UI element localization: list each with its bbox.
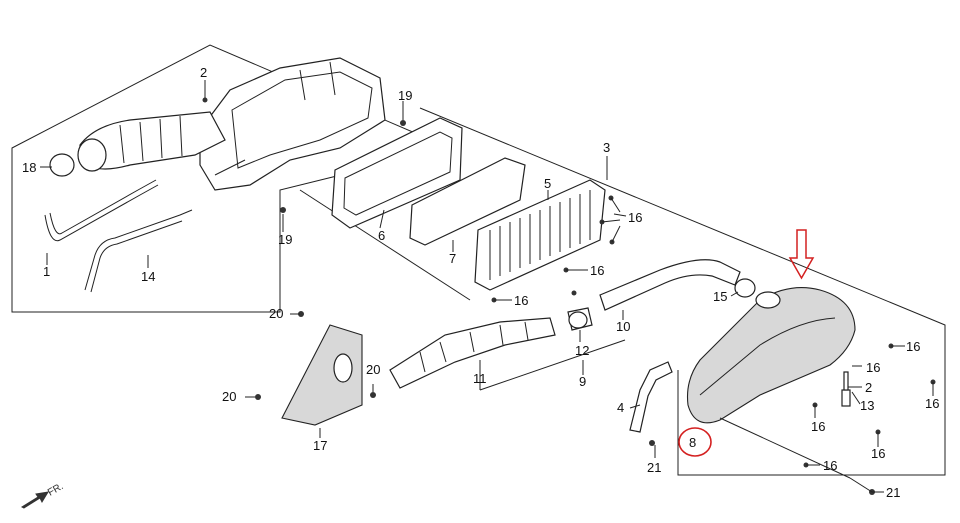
bracket-4	[629, 361, 673, 433]
label-part-1: 1	[43, 264, 50, 279]
label-part-14: 14	[141, 269, 155, 284]
label-part-16-g: 16	[811, 419, 825, 434]
label-part-8: 8	[689, 435, 696, 450]
front-direction-label: FR.	[46, 481, 65, 499]
label-part-15: 15	[713, 289, 727, 304]
label-part-19-top: 19	[398, 88, 412, 103]
label-part-20-c: 20	[366, 362, 380, 377]
label-part-16-c: 16	[514, 293, 528, 308]
label-part-16-i: 16	[823, 458, 837, 473]
intake-duct-11-detail	[419, 321, 529, 373]
label-part-16-d: 16	[906, 339, 920, 354]
inlet-cover-17	[281, 324, 363, 426]
label-part-13: 13	[860, 398, 874, 413]
label-part-12: 12	[575, 343, 589, 358]
front-direction-arrow-icon: FR.	[20, 481, 65, 509]
label-part-3: 3	[603, 140, 610, 155]
label-part-16-e: 16	[866, 360, 880, 375]
left-group-boundary	[11, 44, 452, 313]
label-part-6: 6	[378, 228, 385, 243]
air-filter-element-5	[474, 179, 606, 291]
element-seal-7	[409, 157, 526, 246]
label-part-18: 18	[22, 160, 36, 175]
sub-air-cleaner-8	[686, 287, 856, 424]
label-part-11: 11	[473, 371, 487, 386]
intake-duct-11	[389, 317, 556, 389]
element-holder-6	[331, 117, 463, 229]
clamp-15	[734, 278, 756, 298]
label-part-21-b: 21	[886, 485, 900, 500]
air-cleaner-case	[199, 57, 386, 191]
label-part-16-h: 16	[871, 446, 885, 461]
breather-hose-14-inner	[90, 220, 183, 293]
label-part-2-top: 2	[200, 65, 207, 80]
main-group-boundary	[419, 107, 946, 476]
highlight-circle-part-8	[678, 427, 712, 457]
label-part-19-left: 19	[278, 232, 292, 247]
main-group-boundary-left	[299, 189, 471, 301]
label-part-17: 17	[313, 438, 327, 453]
drain-hose-1-inner	[49, 179, 157, 235]
label-part-5: 5	[544, 176, 551, 191]
label-part-20-b: 20	[222, 389, 236, 404]
label-part-10: 10	[616, 319, 630, 334]
drain-hose-1	[44, 184, 159, 242]
breather-hose-14	[84, 209, 193, 291]
label-part-20-a: 20	[269, 306, 283, 321]
label-part-7: 7	[449, 251, 456, 266]
intake-tube	[77, 111, 226, 172]
label-part-16-f: 16	[925, 396, 939, 411]
plug-13	[841, 371, 851, 407]
label-part-21-a: 21	[647, 460, 661, 475]
label-part-2-right: 2	[865, 380, 872, 395]
label-part-4: 4	[617, 400, 624, 415]
label-part-16-a: 16	[628, 210, 642, 225]
leader-lines	[40, 80, 934, 493]
down-arrow-icon	[788, 229, 815, 280]
joint-tube-12	[567, 307, 593, 331]
label-part-16-b: 16	[590, 263, 604, 278]
label-part-9: 9	[579, 374, 586, 389]
hose-clamp-18	[49, 153, 75, 177]
part-labels: 2 19 3 18 5 16 6 19 7 1 16 14 15 16 20 1…	[22, 65, 939, 500]
